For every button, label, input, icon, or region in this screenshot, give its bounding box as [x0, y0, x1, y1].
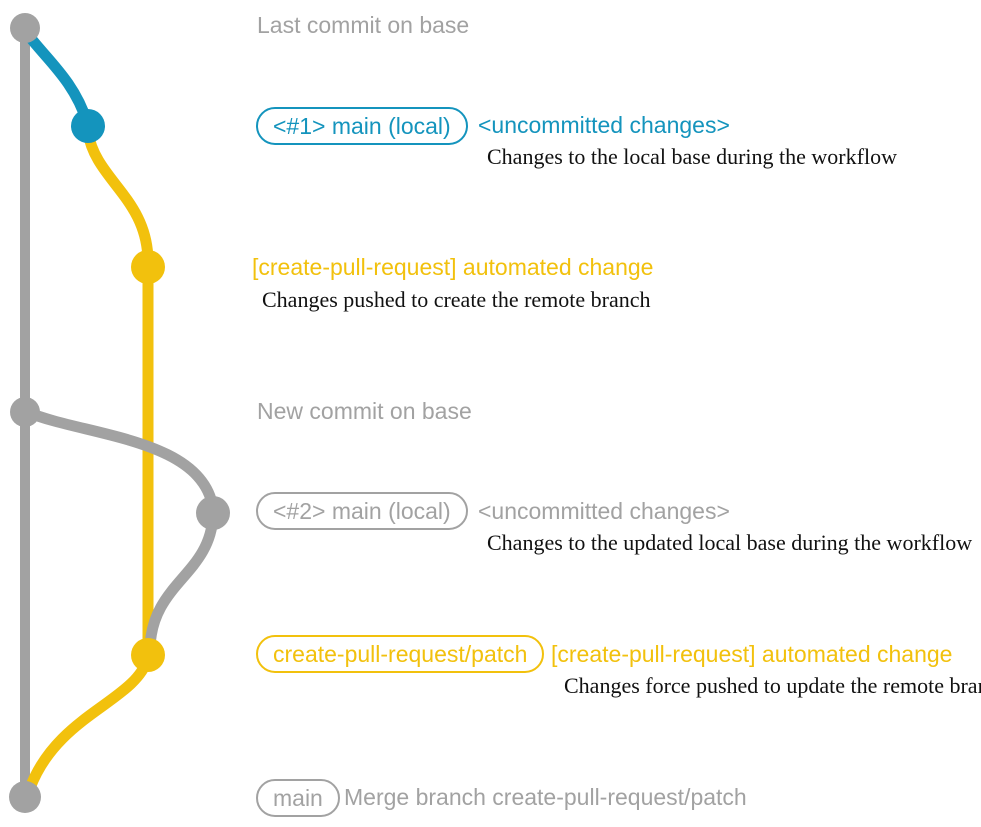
branch-badge-main-local-1-label: <#1> main (local)	[273, 112, 451, 139]
branch-badge-main-local-2: <#2> main (local)	[256, 492, 468, 530]
last-commit-caption: Last commit on base	[257, 12, 470, 38]
branch-badge-patch-label: create-pull-request/patch	[273, 640, 528, 667]
commit-dot-merge	[9, 781, 41, 813]
main-local-2-branch-line	[21, 406, 219, 514]
main-local-2-rebase-line	[144, 510, 219, 654]
commit-desc-main-local-2: Changes to the updated local base during…	[487, 530, 973, 555]
commit-title-main-local-2: <uncommitted changes>	[478, 498, 730, 524]
patch-merge-line	[24, 652, 154, 794]
commit-dot-new-base	[10, 397, 40, 427]
commit-desc-main-local-1: Changes to the local base during the wor…	[487, 144, 897, 169]
commit-dot-main-local-2	[196, 496, 230, 530]
commit-title-main-local-1: <uncommitted changes>	[478, 112, 730, 138]
branch-badge-main-local-1: <#1> main (local)	[256, 107, 468, 145]
commit-dot-last-base	[10, 13, 40, 43]
branch-badge-patch: create-pull-request/patch	[256, 635, 545, 673]
commit-title-patch-1: [create-pull-request] automated change	[252, 254, 654, 280]
commit-desc-patch-2: Changes force pushed to update the remot…	[564, 673, 981, 698]
new-commit-caption: New commit on base	[257, 398, 472, 424]
commit-dot-patch-2	[131, 638, 165, 672]
commit-title-patch-2: [create-pull-request] automated change	[551, 641, 953, 667]
patch-branch-out-line	[82, 126, 154, 268]
commit-dot-patch-1	[131, 250, 165, 284]
branch-badge-main-local-2-label: <#2> main (local)	[273, 497, 451, 524]
branch-badge-main: main	[256, 779, 340, 817]
branch-badge-main-label: main	[273, 784, 323, 811]
main-local-1-branch-line	[20, 26, 93, 128]
merge-commit-caption: Merge branch create-pull-request/patch	[344, 784, 747, 810]
commit-desc-patch-1: Changes pushed to create the remote bran…	[262, 287, 651, 312]
commit-dot-main-local-1	[71, 109, 105, 143]
